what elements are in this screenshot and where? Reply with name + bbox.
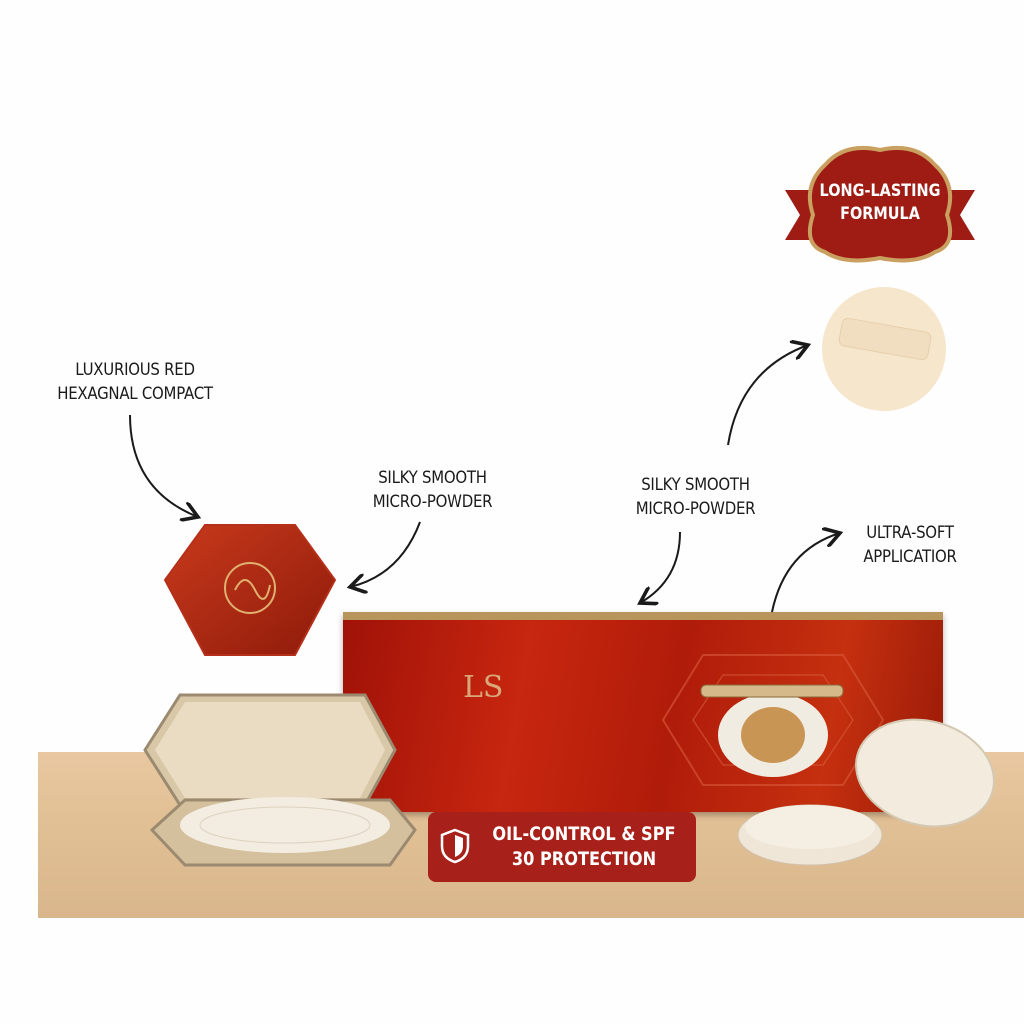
white-compact-with-applicator bbox=[737, 718, 995, 866]
arrow-applicator bbox=[771, 533, 840, 613]
long-lasting-badge: LONG-LASTING FORMULA bbox=[785, 140, 975, 265]
callout-powder-left: SILKY SMOOTH MICRO-POWDER bbox=[356, 466, 510, 514]
product-gift-box: LS bbox=[343, 612, 943, 812]
callout-powder-right-line-2: MICRO-POWDER bbox=[635, 499, 756, 519]
oil-line-2: 30 PROTECTION bbox=[511, 848, 657, 870]
arrow-puff bbox=[727, 345, 808, 446]
box-logo: LS bbox=[463, 670, 504, 705]
red-hexagon-compact-lid bbox=[163, 524, 337, 656]
callout-applicator: ULTRA-SOFT APPLICATIOR bbox=[848, 521, 971, 569]
callout-compact-line-2: HEXAGNAL COMPACT bbox=[57, 384, 213, 404]
open-silver-compact bbox=[143, 693, 417, 867]
arrow-compact bbox=[129, 414, 198, 517]
shield-icon bbox=[440, 828, 470, 864]
callout-compact-line-1: LUXURIOUS RED bbox=[75, 360, 195, 380]
callout-applicator-line-2: APPLICATIOR bbox=[863, 547, 957, 567]
callout-powder-left-line-1: SILKY SMOOTH bbox=[378, 468, 487, 488]
oil-control-spf-badge: OIL-CONTROL & SPF 30 PROTECTION bbox=[428, 812, 696, 882]
ribbon-badge-shape bbox=[785, 145, 975, 263]
oil-line-1: OIL-CONTROL & SPF bbox=[492, 823, 676, 845]
oil-control-text: OIL-CONTROL & SPF 30 PROTECTION bbox=[491, 822, 678, 872]
box-compact-window bbox=[661, 654, 885, 786]
powder-puff bbox=[822, 287, 946, 411]
callout-powder-right-line-1: SILKY SMOOTH bbox=[641, 475, 750, 495]
arrow-powder-left bbox=[350, 521, 421, 587]
badge-line-2: FORMULA bbox=[840, 204, 920, 224]
callout-powder-left-line-2: MICRO-POWDER bbox=[372, 492, 493, 512]
badge-line-1: LONG-LASTING bbox=[819, 181, 941, 201]
callout-powder-right: SILKY SMOOTH MICRO-POWDER bbox=[619, 473, 773, 521]
callout-compact: LUXURIOUS RED HEXAGNAL COMPACT bbox=[43, 358, 228, 406]
arrow-powder-right bbox=[640, 531, 681, 603]
callout-applicator-line-1: ULTRA-SOFT bbox=[866, 523, 954, 543]
